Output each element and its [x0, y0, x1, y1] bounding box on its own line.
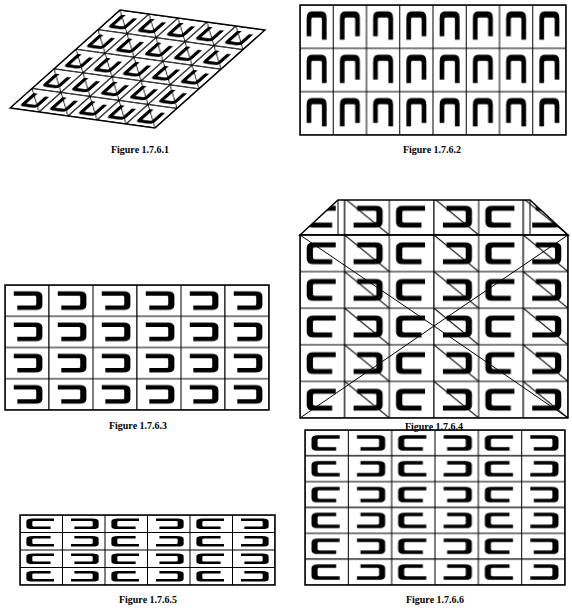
figure-caption: Figure 1.7.6.3 — [109, 420, 167, 431]
mixed-tiling — [300, 200, 568, 418]
rect-tiling — [305, 430, 565, 585]
rect-tiling — [300, 5, 566, 135]
rect-tiling — [20, 515, 275, 585]
rect-tiling — [5, 285, 269, 410]
rhombic-tiling — [10, 10, 265, 128]
figure-caption: Figure 1.7.6.4 — [405, 421, 463, 432]
figure-caption: Figure 1.7.6.5 — [119, 594, 177, 605]
figure-caption: Figure 1.7.6.6 — [406, 594, 464, 605]
figure-caption: Figure 1.7.6.2 — [403, 144, 461, 155]
figure-caption: Figure 1.7.6.1 — [111, 144, 169, 155]
